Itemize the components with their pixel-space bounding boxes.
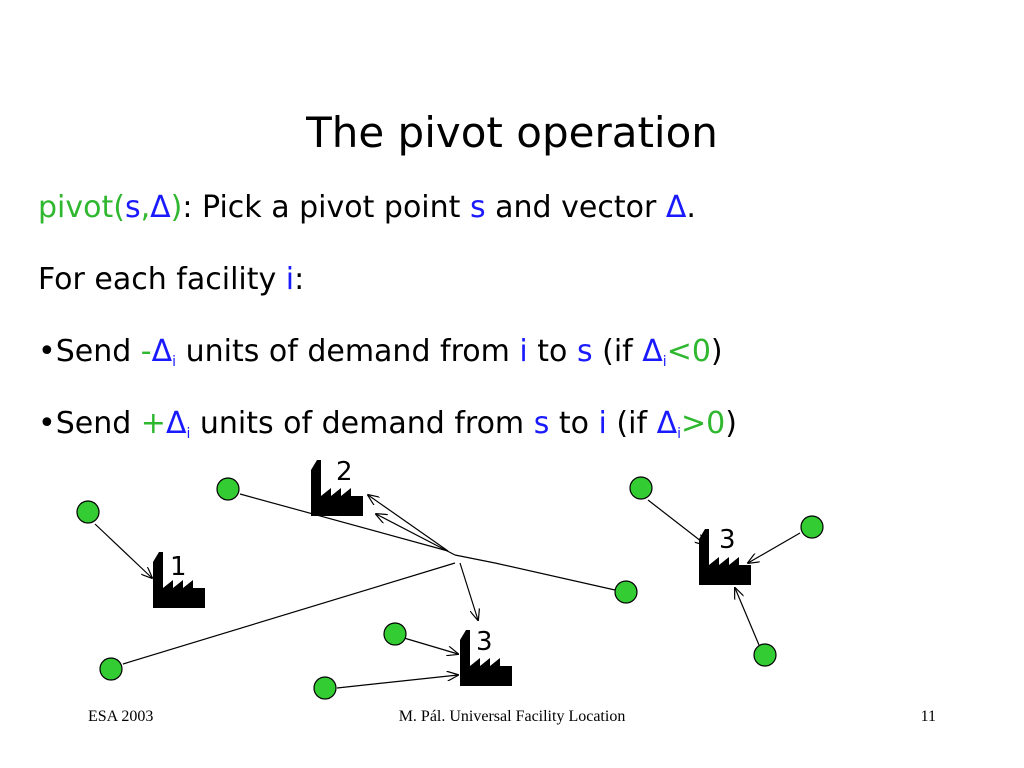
pivot-arg-delta: Δ (150, 190, 171, 225)
bullet2-delta2: Δ (656, 406, 678, 441)
client-node (629, 476, 653, 500)
pivot-arg-comma: , (140, 190, 151, 225)
pivot-close-paren: ) (170, 190, 183, 225)
arrow-client-to-facility-3-right-c (735, 588, 760, 646)
footer-left: ESA 2003 (88, 708, 154, 725)
client-node (216, 477, 240, 501)
footer-page-number: 11 (920, 708, 936, 725)
pivot-text-1: : Pick a pivot point (182, 190, 470, 225)
pivot-arg-s: s (124, 190, 141, 225)
bullet2-cond: >0 (681, 406, 726, 441)
bullet1-to: s (576, 334, 593, 369)
bullet1-pre: •Send (38, 334, 141, 369)
client-node (313, 676, 337, 700)
pivot-point-s: s (469, 190, 486, 225)
bullet1-sign: - (140, 334, 152, 369)
line-pivot-to-client-right (454, 554, 616, 591)
client-node (76, 500, 100, 524)
pivot-text-end: . (686, 190, 696, 225)
bullet2-delta: Δ (165, 406, 187, 441)
for-each-text: For each facility (38, 262, 286, 297)
bullet1-from: i (519, 334, 528, 369)
bullet1-mid1: units of demand from (176, 334, 520, 369)
pivot-vector-delta: Δ (665, 190, 687, 225)
bullet2-sub2: i (677, 426, 681, 442)
bullet2-from: s (533, 406, 550, 441)
arrow-client-to-facility-3-right-b (748, 532, 801, 563)
client-node (753, 643, 777, 667)
line-pivot-to-client-left-bottom (122, 562, 456, 665)
bullet1-delta2: Δ (642, 334, 663, 369)
bullet2-mid1: units of demand from (190, 406, 534, 441)
bullet-send-positive: •Send +Δi units of demand from s to i (i… (38, 406, 737, 442)
arrow-client-to-facility-3-bottom-b (336, 675, 458, 689)
client-node (383, 622, 407, 646)
client-node (99, 657, 123, 681)
facility-label-2: 2 (336, 457, 353, 487)
pivot-text-2: and vector (485, 190, 666, 225)
bullet1-open: (if (592, 334, 643, 369)
arrow-client-to-facility-3-right-a (647, 499, 706, 545)
arrow-pivot-to-facility-2b (376, 514, 456, 556)
bullet2-pre: •Send (38, 406, 141, 441)
bullet1-mid2: to (527, 334, 577, 369)
bullet2-sign: + (140, 406, 166, 441)
bullet-send-negative: •Send -Δi units of demand from i to s (i… (38, 334, 723, 370)
pivot-definition-line: pivot(s,Δ): Pick a pivot point s and vec… (38, 190, 696, 225)
arrow-pivot-to-facility-2a (368, 495, 449, 552)
footer-center: M. Pál. Universal Facility Location (398, 708, 626, 725)
arrow-client-to-facility-1 (94, 523, 152, 578)
line-client-to-pivot (239, 493, 449, 552)
bullet2-close: ) (725, 406, 737, 441)
bullet1-close: ) (710, 334, 723, 369)
facility-label-3-right: 3 (719, 525, 736, 555)
bullet1-delta: Δ (151, 334, 173, 369)
bullet1-sub: i (172, 354, 177, 370)
facility-label-1: 1 (170, 552, 187, 582)
for-each-line: For each facility i: (38, 262, 304, 297)
client-node (800, 515, 824, 539)
for-each-i: i (285, 262, 295, 297)
client-node (614, 580, 638, 604)
bullet1-cond: <0 (666, 334, 711, 369)
pivot-function-name: pivot( (38, 190, 125, 225)
for-each-colon: : (294, 262, 305, 297)
facility-label-3-bottom: 3 (476, 627, 493, 657)
bullet1-sub2: i (662, 354, 667, 370)
bullet2-to: i (598, 406, 607, 441)
bullet2-mid2: to (549, 406, 599, 441)
slide-title: The pivot operation (306, 108, 718, 157)
arrow-pivot-to-facility-3-bottom (459, 562, 478, 620)
arrow-client-to-facility-3-bottom-a (403, 637, 458, 654)
bullet2-sub: i (186, 426, 191, 442)
bullet2-open: (if (606, 406, 657, 441)
